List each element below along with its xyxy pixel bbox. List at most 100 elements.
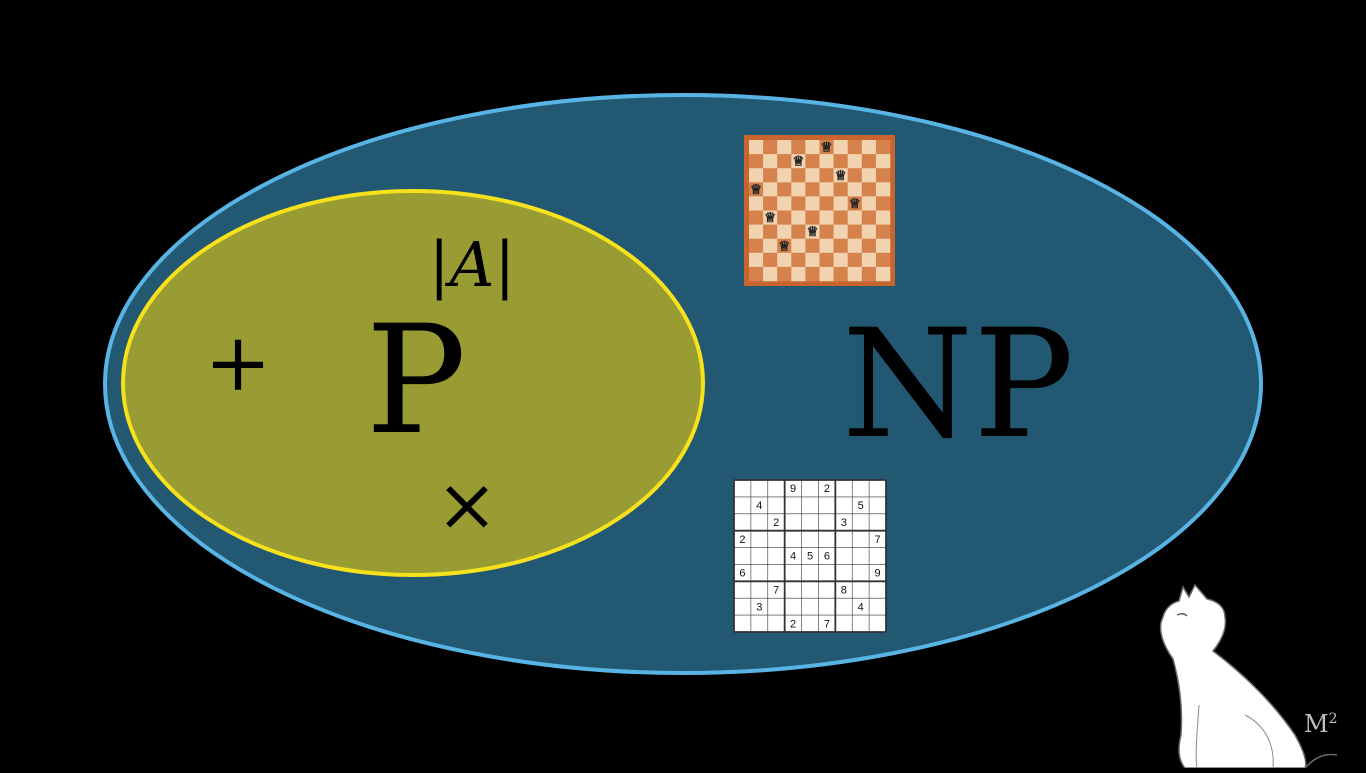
chess-square: [847, 168, 863, 183]
chess-square: [763, 168, 778, 183]
chess-square: [833, 210, 848, 225]
chess-square: [847, 154, 863, 169]
queen-icon: ♕: [806, 225, 818, 240]
chess-square: [777, 182, 792, 197]
chess-square: [763, 182, 778, 197]
chess-square: [749, 196, 764, 211]
sudoku-cell-value: 7: [773, 584, 779, 596]
cat-eye: [1176, 612, 1188, 617]
chess-square: [805, 266, 820, 282]
watermark-base: M: [1304, 710, 1329, 738]
queen-icon: ♕: [764, 211, 776, 226]
sudoku-cell-value: 2: [824, 483, 830, 495]
chess-square: [791, 224, 806, 239]
watermark-exponent: 2: [1328, 711, 1338, 727]
chess-square: [805, 252, 820, 268]
chess-square: [777, 196, 792, 211]
chess-square: [749, 252, 764, 268]
queen-icon: ♕: [778, 239, 790, 254]
chess-square: [763, 266, 778, 282]
cat-body: [1159, 583, 1307, 769]
chess-square: [777, 154, 792, 169]
watermark-logo: M2: [1304, 710, 1338, 738]
chess-square: [861, 140, 877, 155]
chess-square: [763, 252, 778, 268]
chess-square: [833, 196, 848, 211]
chess-square: [875, 196, 891, 211]
queen-icon: ♕: [835, 169, 847, 184]
chess-square: [763, 154, 778, 169]
chess-square: [861, 266, 877, 282]
chess-square: [763, 224, 778, 239]
chess-square: [819, 140, 834, 155]
chess-square: [749, 154, 764, 169]
eight-queens-chessboard: ♕♕♕♕♕♕♕♕: [744, 135, 895, 286]
chess-square: [875, 224, 891, 239]
sudoku-cell-value: 8: [841, 584, 847, 596]
cat-tail: [1304, 753, 1338, 769]
chess-square: [749, 168, 764, 183]
chess-square: [763, 238, 778, 254]
chess-square: [791, 238, 806, 254]
chess-square: [749, 238, 764, 254]
plus-label: +: [204, 316, 271, 409]
chess-square: [777, 140, 792, 155]
chess-square: [861, 210, 877, 225]
chess-square: [847, 182, 863, 197]
chess-square: [861, 238, 877, 254]
chess-square: [791, 266, 806, 282]
sudoku-cell-value: 5: [807, 551, 813, 563]
sudoku-background: [734, 480, 886, 632]
sudoku-cell-value: 4: [858, 601, 864, 613]
chess-square: [777, 266, 792, 282]
sudoku-cell-value: 2: [739, 534, 745, 546]
chess-square: [819, 266, 834, 282]
chess-square: [847, 238, 863, 254]
queen-icon: ♕: [821, 141, 833, 156]
sudoku-cell-value: 7: [874, 534, 880, 546]
chess-square: [805, 196, 820, 211]
chess-square: [791, 252, 806, 268]
chess-square: [791, 140, 806, 155]
chess-square: [861, 182, 877, 197]
sudoku-cell-value: 5: [858, 500, 864, 512]
p-set-ellipse: [121, 189, 705, 577]
chess-square: [861, 252, 877, 268]
sudoku-cell-value: 7: [824, 618, 830, 630]
chess-square: [805, 182, 820, 197]
chess-square: [875, 238, 891, 254]
queen-icon: ♕: [792, 155, 804, 170]
sudoku-cell-value: 2: [790, 618, 796, 630]
chess-square: [805, 210, 820, 225]
chess-square: [875, 182, 891, 197]
chess-square: [805, 224, 820, 239]
chess-square: [847, 196, 863, 211]
abs-a-label: |A|: [429, 228, 516, 301]
sudoku-cell-value: 2: [773, 517, 779, 529]
chess-square: [847, 252, 863, 268]
chess-square: [763, 210, 778, 225]
chess-square: [833, 140, 848, 155]
chess-square: [749, 182, 764, 197]
chess-square: [777, 238, 792, 254]
chess-square: [861, 168, 877, 183]
chess-square: [777, 224, 792, 239]
cat-icon: [1159, 583, 1338, 769]
chess-square: [875, 210, 891, 225]
chess-square: [791, 168, 806, 183]
chess-square: [875, 266, 891, 282]
chess-square: [777, 252, 792, 268]
sudoku-cell-value: 6: [824, 551, 830, 563]
chess-square: [749, 266, 764, 282]
chess-square: [833, 168, 848, 183]
sudoku-cell-value: 6: [739, 568, 745, 580]
sudoku-cell-value: 9: [790, 483, 796, 495]
chess-square: [819, 252, 834, 268]
times-label: ×: [436, 462, 498, 548]
cat-leg: [1195, 704, 1200, 769]
sudoku-cell-value: 3: [756, 601, 762, 613]
chess-square: [847, 140, 863, 155]
queen-icon: ♕: [750, 183, 762, 198]
